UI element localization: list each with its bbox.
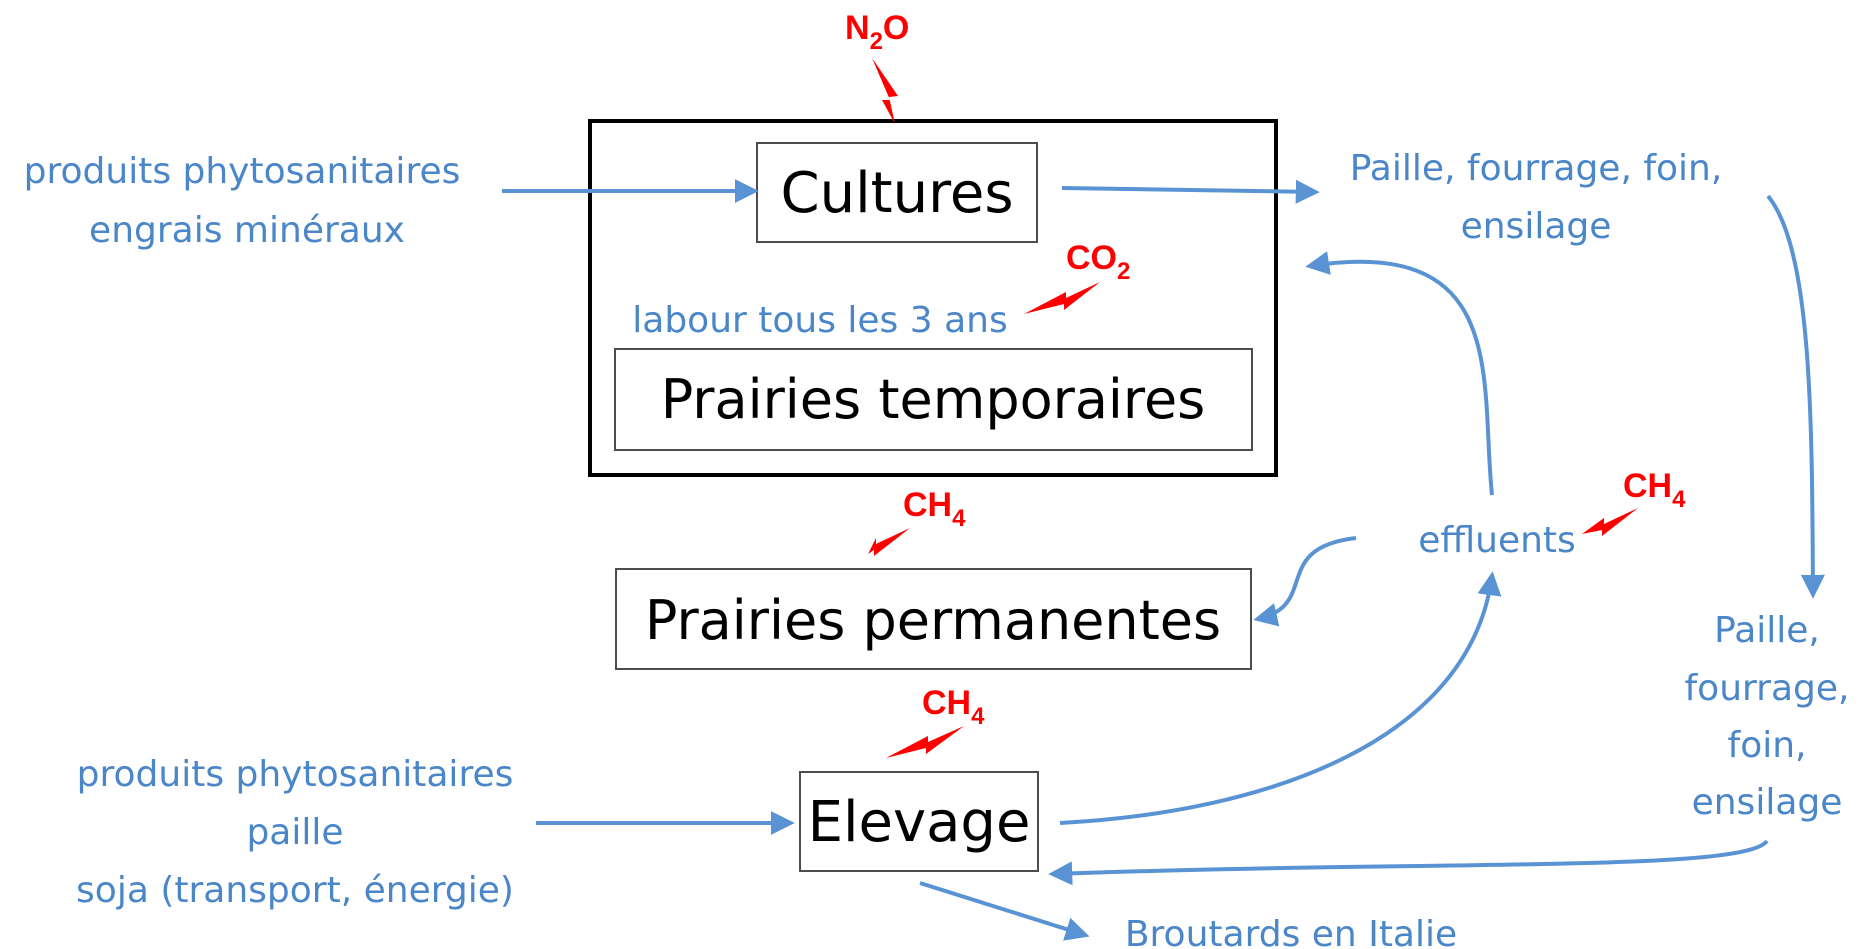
inputs-top-line-2: engrais minéraux [89,210,405,251]
n2o-emission-icon [872,58,898,124]
ch4-prairies-emission-icon [868,528,910,556]
ch4-elevage-label: CH4 [922,684,985,730]
arrow-effluents-to-prairies-permanentes [1253,536,1357,627]
co2-emission-icon [1024,282,1100,314]
prairies-temporaires-label: Prairies temporaires [661,368,1206,431]
ch4-effluents-label: CH4 [1623,467,1686,513]
inputs-top-line-1: produits phytosanitaires [24,151,461,192]
outputs-right-line-2: fourrage, [1685,668,1850,709]
prairies-permanentes-label: Prairies permanentes [645,589,1221,652]
prairies-temporaires-box: Prairies temporaires [614,348,1253,451]
arrow-cultures-to-fodder [1061,179,1320,204]
inputs-bottom-line-3: soja (transport, énergie) [76,870,514,911]
prairies-permanentes-box: Prairies permanentes [615,568,1252,670]
outputs-right-line-3: foin, [1728,725,1807,766]
ch4-elevage-emission-icon [886,726,964,758]
outputs-top-line-2: ensilage [1461,206,1612,247]
elevage-box: Elevage [799,771,1039,872]
crop-system-frame [588,119,1278,477]
elevage-label: Elevage [808,790,1031,855]
inputs-bottom-line-1: produits phytosanitaires [77,754,514,795]
labour-label: labour tous les 3 ans [632,300,1008,341]
outputs-right-line-4: ensilage [1692,782,1843,823]
co2-label: CO2 [1066,239,1130,285]
arrow-effluents-to-cultures [1305,251,1494,496]
arrow-elevage-to-effluents [1059,571,1502,825]
effluents-label: effluents [1418,520,1576,561]
inputs-bottom-line-2: paille [246,812,343,853]
ch4-prairies-label: CH4 [903,486,966,532]
cultures-box: Cultures [756,142,1038,243]
outputs-top-line-1: Paille, fourrage, foin, [1350,148,1723,189]
n2o-label: N2O [845,9,909,55]
arrow-elevage-to-broutards [919,881,1090,941]
ch4-effluents-emission-icon [1582,508,1638,536]
arrow-fodder-down [1766,194,1825,599]
outputs-right-line-1: Paille, [1714,610,1820,651]
cultures-label: Cultures [780,161,1013,226]
arrow-fodder-to-elevage [1048,839,1769,886]
broutards-label: Broutards en Italie [1125,914,1457,949]
